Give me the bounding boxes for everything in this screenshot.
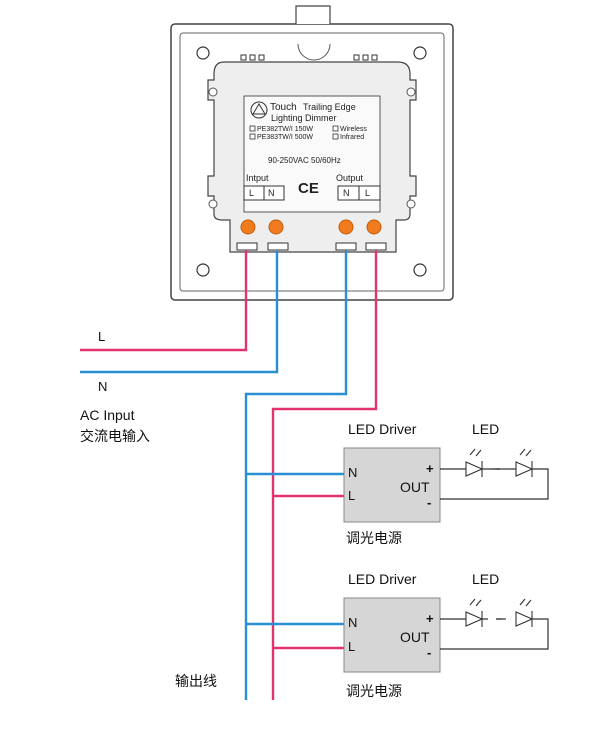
led-label: LED <box>472 571 500 587</box>
wire-ac-n <box>80 250 279 374</box>
driver-out-label: OUT <box>400 479 430 495</box>
terminal-screw-output-n <box>338 219 354 235</box>
dimmer-type: Lighting Dimmer <box>271 113 337 123</box>
top-tab <box>295 5 331 24</box>
wires <box>80 250 378 700</box>
ac-input-title: AC Input <box>80 407 135 423</box>
led-diode-icon <box>465 448 534 477</box>
screw-hole-icon <box>196 46 210 60</box>
driver-out-label: OUT <box>400 629 430 645</box>
option-wireless: Wireless <box>340 126 367 133</box>
screw-hole-icon <box>196 263 210 277</box>
option-infrared: Infrared <box>340 134 365 141</box>
model-a: PE382TW/I 150W <box>257 126 314 133</box>
driver-n-label: N <box>348 615 358 630</box>
terminal-screw-input-l <box>240 219 256 235</box>
led-circuit-2 <box>440 618 549 650</box>
ac-n-label: N <box>98 379 108 394</box>
driver-l-label: L <box>348 639 356 654</box>
model-checkboxes <box>249 125 339 140</box>
voltage-rating: 90-250VAC 50/60Hz <box>268 156 341 165</box>
led-driver-box-2 <box>343 597 441 673</box>
input-n-label: N <box>268 188 275 198</box>
wall-plate-inner <box>179 32 445 292</box>
driver-title: LED Driver <box>348 571 417 587</box>
driver-title: LED Driver <box>348 421 417 437</box>
output-wire-label: 输出线 <box>175 673 217 689</box>
driver-cn-label: 调光电源 <box>346 530 402 546</box>
led-driver-box-1 <box>343 447 441 523</box>
module-clip-icon <box>406 199 416 209</box>
driver-cn-label: 调光电源 <box>346 683 402 699</box>
wire-out-l <box>271 250 378 700</box>
module-clip-icon <box>406 87 416 97</box>
input-l-label: L <box>249 188 255 198</box>
driver-n-label: N <box>348 465 358 480</box>
driver-plus-label: + <box>426 611 434 626</box>
driver-plus-label: + <box>426 461 434 476</box>
driver-minus-label: - <box>427 495 432 510</box>
module-clip-icon <box>208 87 218 97</box>
screw-hole-icon <box>413 46 427 60</box>
terminal-screw-input-n <box>268 219 284 235</box>
driver-minus-label: - <box>427 645 432 660</box>
ac-l-label: L <box>98 329 106 344</box>
output-n-label: N <box>343 188 350 198</box>
wire-ac-l <box>80 250 248 352</box>
ac-input-title-cn: 交流电输入 <box>80 428 150 444</box>
module-top-slots <box>240 54 378 61</box>
led-label: LED <box>472 421 500 437</box>
input-label: Intput <box>246 173 269 183</box>
touch-logo-icon <box>250 101 268 119</box>
model-b: PE383TW/I 500W <box>257 134 314 141</box>
output-label: Output <box>336 173 364 183</box>
terminal-screw-output-l <box>366 219 382 235</box>
led-diode-icon <box>465 598 534 627</box>
ce-mark-icon: CE <box>298 180 319 197</box>
module-clip-icon <box>208 199 218 209</box>
top-notch <box>297 43 331 61</box>
screw-hole-icon <box>413 263 427 277</box>
driver-l-label: L <box>348 488 356 503</box>
output-l-label: L <box>365 188 371 198</box>
wire-out-n <box>244 250 348 700</box>
dimmer-subtitle: Trailing Edge <box>303 102 356 112</box>
dimmer-brand: Touch <box>270 102 297 113</box>
